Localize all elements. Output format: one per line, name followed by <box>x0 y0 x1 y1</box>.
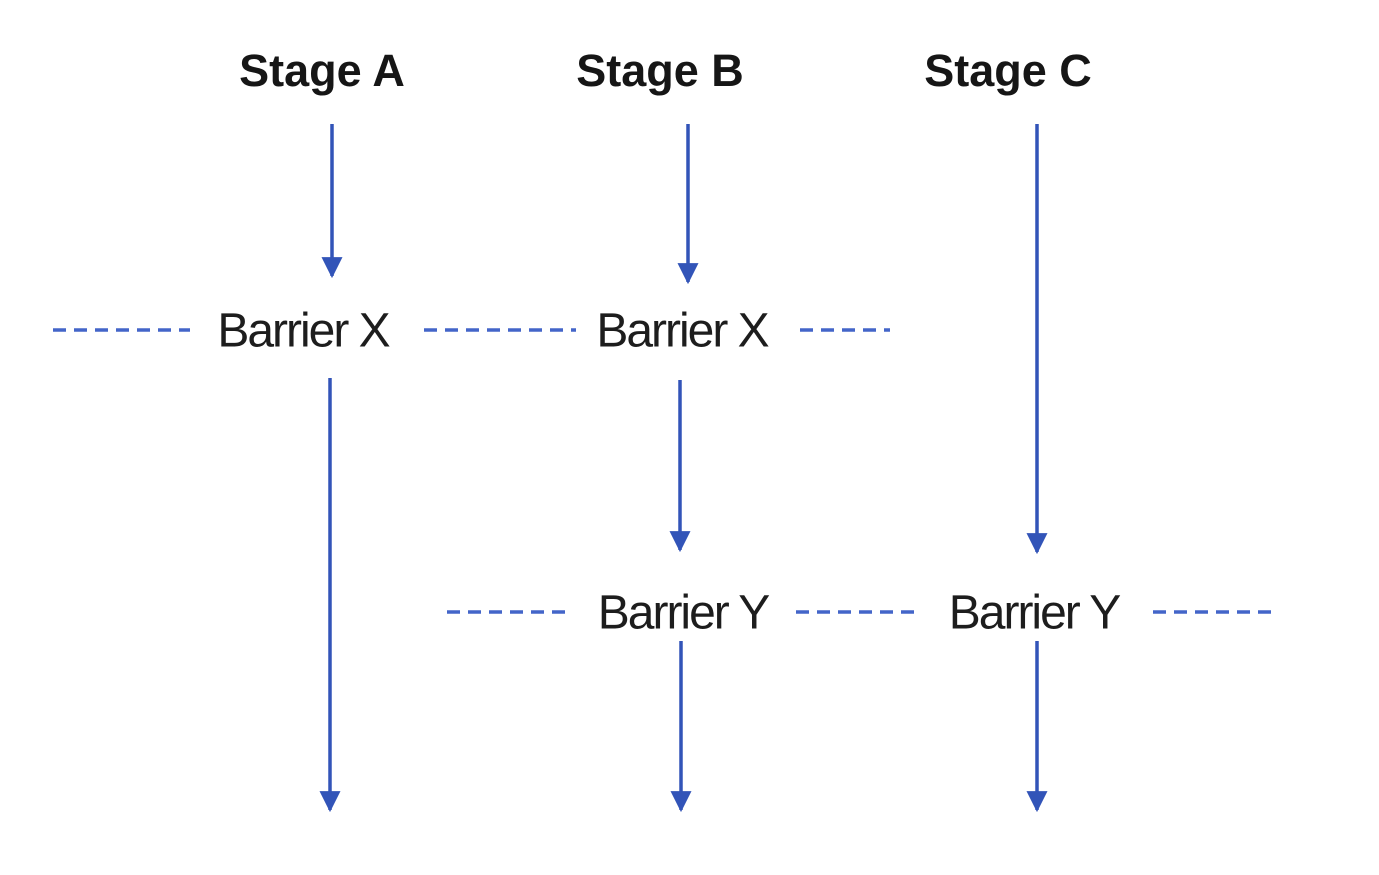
stage-b-label: Stage B <box>576 45 744 96</box>
barrier-x-label-1: Barrier X <box>217 304 390 358</box>
stage-a-label: Stage A <box>239 45 405 96</box>
stage-c-label: Stage C <box>924 45 1092 96</box>
barrier-y-label-1: Barrier Y <box>597 586 771 640</box>
barrier-y-label-2: Barrier Y <box>948 586 1122 640</box>
barrier-x-label-2: Barrier X <box>596 304 769 358</box>
